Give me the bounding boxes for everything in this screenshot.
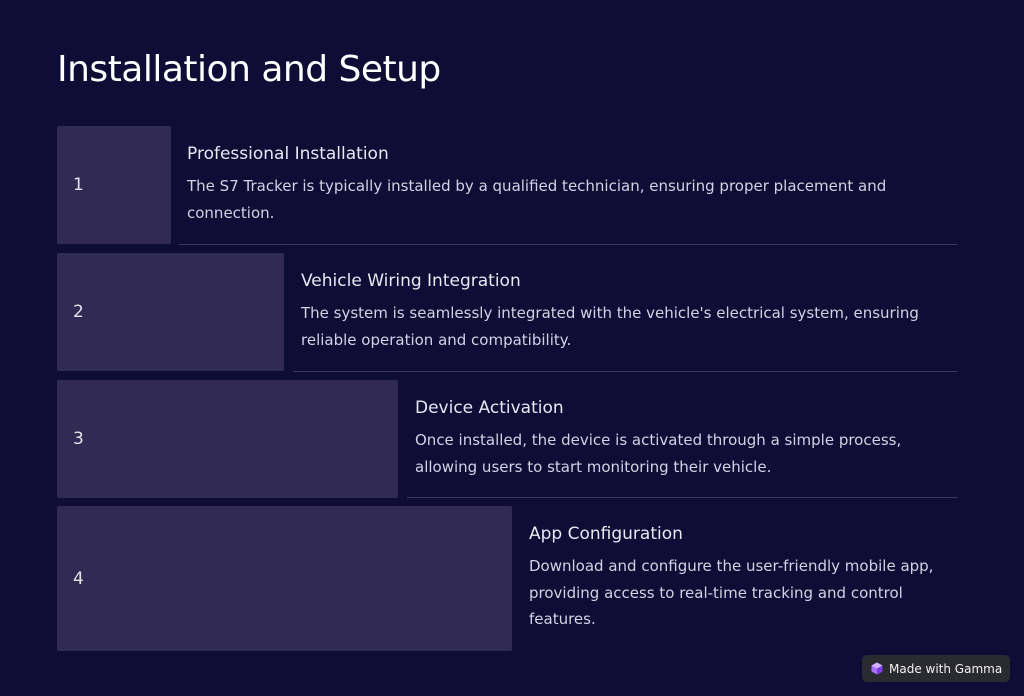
step-heading: App Configuration xyxy=(529,524,683,544)
step-description: Download and configure the user-friendly… xyxy=(529,557,934,628)
step-1-number-block: 1 xyxy=(57,126,171,244)
step-number: 4 xyxy=(73,568,84,589)
step-2-number-block: 2 xyxy=(57,253,284,371)
step-heading: Professional Installation xyxy=(187,144,389,164)
step-number: 3 xyxy=(73,429,84,449)
step-3-number-block: 3 xyxy=(57,380,398,498)
step-heading: Vehicle Wiring Integration xyxy=(301,271,521,291)
step-2-content: Vehicle Wiring Integration The system is… xyxy=(301,270,958,353)
step-1-content: Professional Installation The S7 Tracker… xyxy=(187,143,958,226)
badge-label: Made with Gamma xyxy=(889,661,1003,676)
step-4-content: App Configuration Download and configure… xyxy=(529,523,958,633)
step-3-content: Device Activation Once installed, the de… xyxy=(415,397,958,480)
step-description: The S7 Tracker is typically installed by… xyxy=(187,177,887,222)
step-description: Once installed, the device is activated … xyxy=(415,431,902,476)
step-number: 2 xyxy=(73,302,84,322)
step-4-number-block: 4 xyxy=(57,506,512,651)
page-title: Installation and Setup xyxy=(57,49,441,90)
step-2-divider xyxy=(293,371,958,372)
step-1-divider xyxy=(179,244,958,245)
step-number: 1 xyxy=(73,175,84,195)
step-description: The system is seamlessly integrated with… xyxy=(301,304,919,349)
step-3-divider xyxy=(407,497,958,498)
step-heading: Device Activation xyxy=(415,398,564,418)
gamma-logo-icon xyxy=(871,662,883,675)
made-with-gamma-badge[interactable]: Made with Gamma xyxy=(862,655,1010,682)
